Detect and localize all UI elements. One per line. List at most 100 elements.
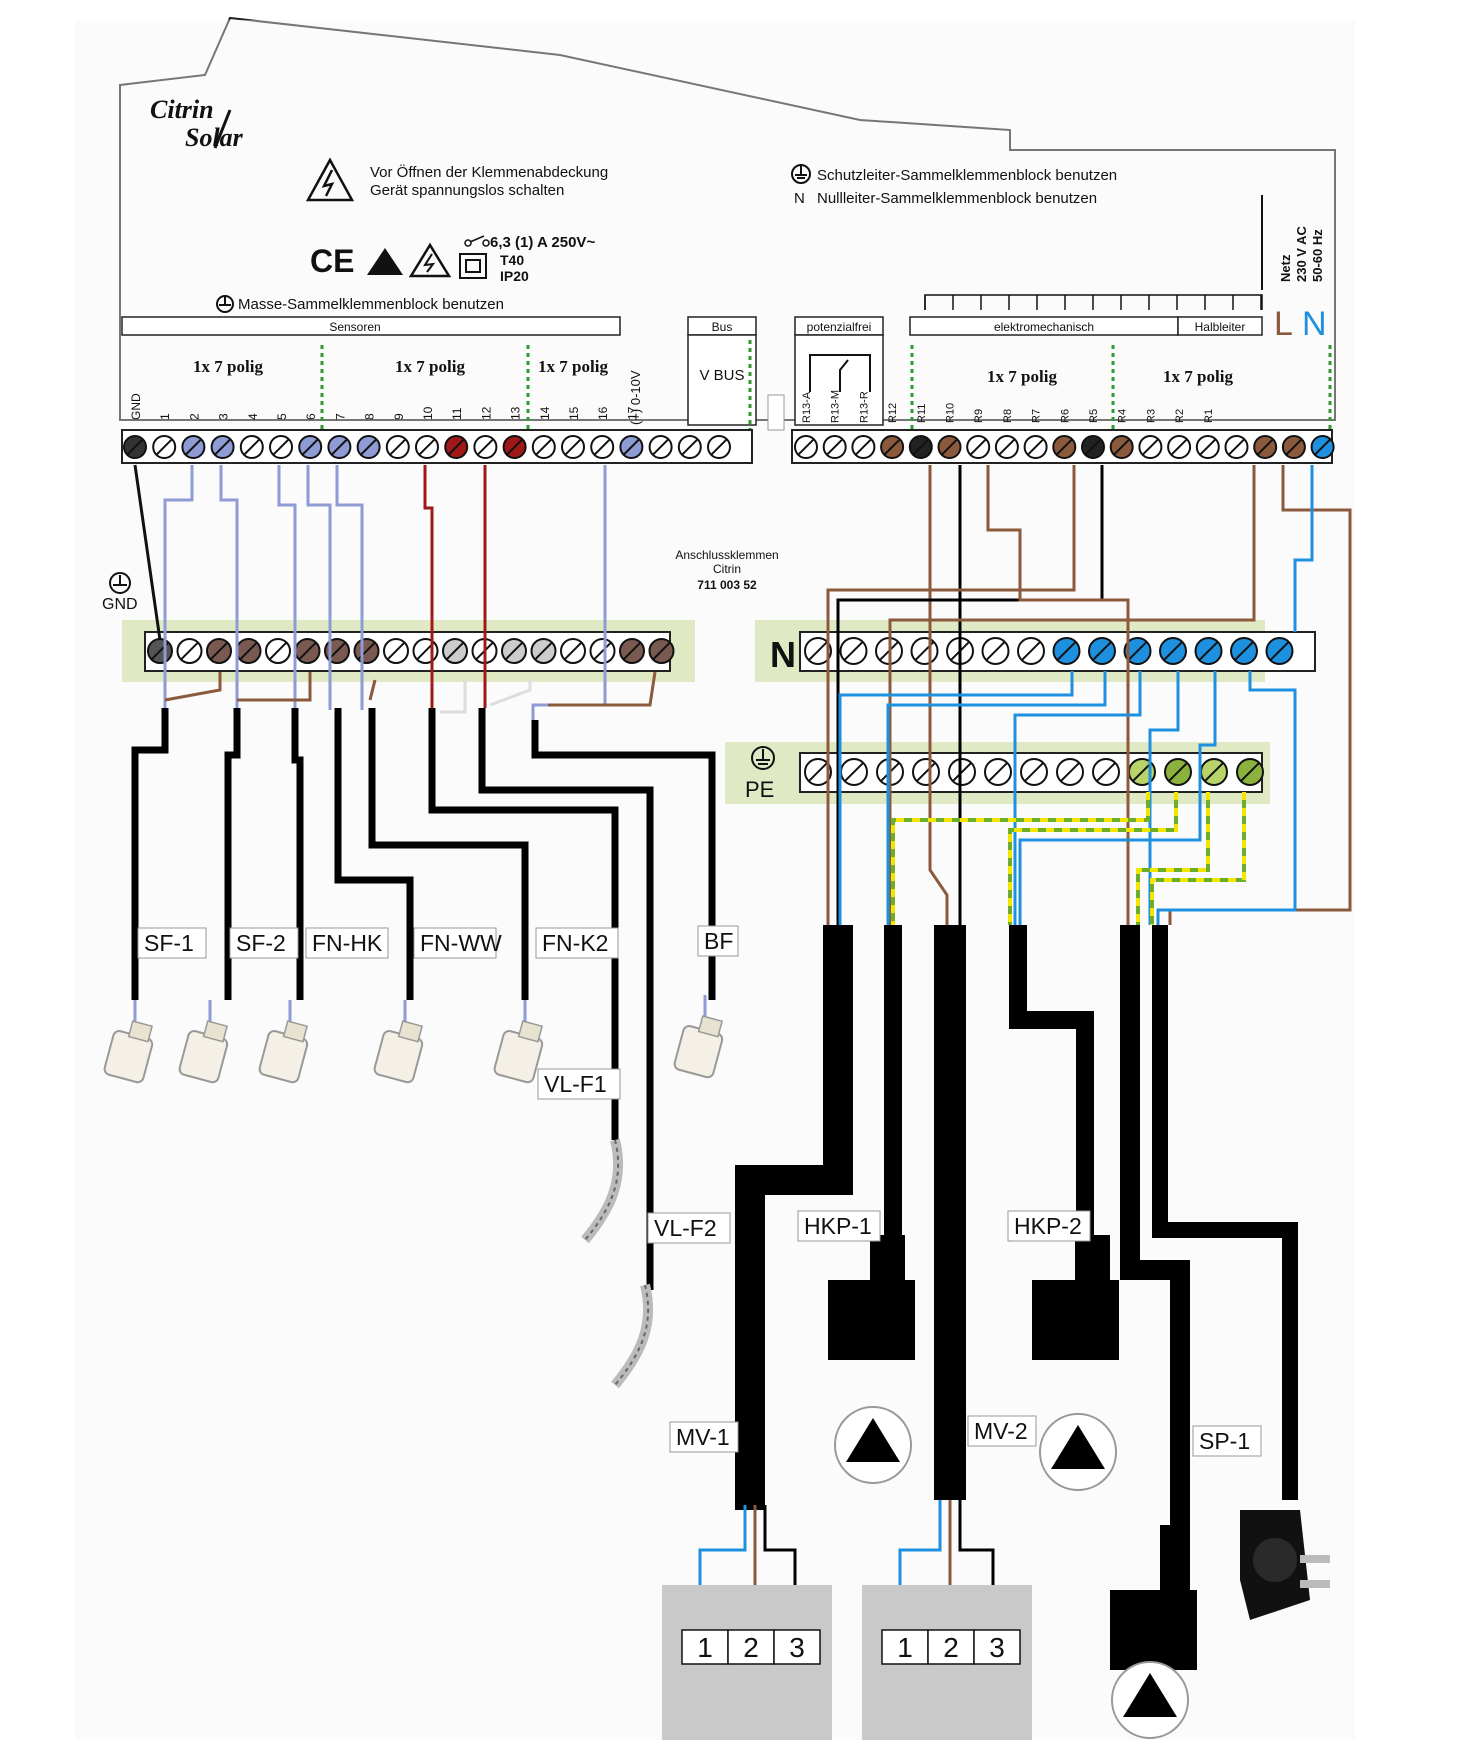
pe-block-screw xyxy=(804,758,832,786)
relay-terminal-label: R13-A xyxy=(801,391,813,423)
sensor-terminal-label: 8 xyxy=(363,413,377,420)
sensors-label: Sensoren xyxy=(329,320,380,334)
connection-block-part-no: 711 003 52 xyxy=(697,578,757,592)
sensor-plug-icon xyxy=(103,1000,154,1084)
n-note-prefix: N xyxy=(794,190,805,207)
relay-terminal-screw xyxy=(794,435,818,459)
gnd-block-screw xyxy=(412,638,439,664)
gnd-symbol-icon xyxy=(109,572,131,594)
pump-plug-hkp-2 xyxy=(1032,1235,1119,1360)
bus-box xyxy=(687,334,757,426)
n-block-screw xyxy=(1052,637,1081,665)
analog-label: (+) 0-10V xyxy=(628,370,643,425)
relay-terminal-screw xyxy=(1023,435,1048,459)
sensor-terminal-label: 5 xyxy=(275,413,289,420)
cable-label-sf-1: SF-1 xyxy=(137,927,207,959)
sensors-bar xyxy=(121,316,621,336)
pe-block-screw xyxy=(948,758,976,786)
svg-text:BF: BF xyxy=(704,928,733,954)
sensor-terminal-label: 2 xyxy=(187,413,201,420)
gnd-block-screw xyxy=(560,638,586,664)
relay-terminal-screw xyxy=(880,435,905,459)
pe-note: Schutzleiter-Sammelklemmenblock benutzen xyxy=(817,167,1117,184)
sensor-plugs xyxy=(103,995,724,1389)
sensor-terminal-screw xyxy=(707,435,731,459)
pe-block-screw xyxy=(1200,758,1228,786)
bus-socket xyxy=(767,394,785,431)
relay-terminal-label: R11 xyxy=(916,404,928,423)
clamp-sensor-icon xyxy=(581,1138,624,1244)
n-block-screw xyxy=(1088,637,1116,665)
svg-text:1: 1 xyxy=(697,1632,713,1663)
svg-text:2: 2 xyxy=(943,1632,959,1663)
n-block-screw xyxy=(804,637,832,665)
sensor-terminal-label: 4 xyxy=(246,413,260,420)
sensor-terminal-screw xyxy=(444,435,469,459)
pe-symbol-icon xyxy=(751,746,775,770)
mains-l-label: L xyxy=(1274,305,1293,343)
section-dividers xyxy=(320,340,1332,430)
ip-class: IP20 xyxy=(500,268,529,284)
n-block-screw xyxy=(1230,637,1258,665)
sensor-terminal-label: 14 xyxy=(538,406,552,420)
relay-terminal-label: R1 xyxy=(1203,409,1215,423)
cable-label-fn-k2: FN-K2 xyxy=(535,927,619,959)
mains-rating: Netz 230 V AC 50-60 Hz xyxy=(1278,226,1325,282)
sensor-terminal-label: GND xyxy=(129,393,143,420)
n-block-screw xyxy=(1194,637,1223,665)
pe-block-screw xyxy=(1056,758,1084,786)
cable-label-vl-f2: VL-F2 xyxy=(647,1212,731,1244)
sensor-terminal-screw xyxy=(152,435,177,459)
sensor-terminal-screw xyxy=(619,435,644,459)
polig-label-2: 1x 7 polig xyxy=(395,357,465,376)
polig-label-5: 1x 7 polig xyxy=(1163,367,1233,386)
clamp-sensor-icon xyxy=(611,1283,654,1389)
pe-block-screw xyxy=(1236,758,1264,786)
sensor-terminal-label: 10 xyxy=(421,406,435,420)
gnd-block-screw xyxy=(383,638,409,664)
valve-pin: 1 xyxy=(681,1629,729,1665)
n-block-label: N xyxy=(770,634,796,675)
sensor-terminal-label: 1 xyxy=(158,413,172,420)
cable-label-hkp-2: HKP-2 xyxy=(1007,1210,1091,1242)
relay-terminal-screw xyxy=(851,435,876,459)
relay-terminal-screw xyxy=(966,435,991,459)
electromech-label: elektromechanisch xyxy=(994,320,1094,334)
n-note: Nullleiter-Sammelklemmenblock benutzen xyxy=(817,190,1097,207)
semiconductor-bar xyxy=(1177,316,1263,336)
sensor-terminal-screw xyxy=(415,435,439,459)
svg-text:2: 2 xyxy=(743,1632,759,1663)
cable-label-mv-1: MV-1 xyxy=(669,1421,739,1453)
relay-terminal-screw xyxy=(1052,435,1077,459)
esd-icon xyxy=(367,248,403,275)
cable-label-mv-2: MV-2 xyxy=(967,1415,1037,1447)
relay-terminal-screw xyxy=(1281,435,1306,459)
sensor-terminal-screw xyxy=(210,435,235,459)
gnd-block-screw xyxy=(648,638,675,664)
sensor-terminal-label: 16 xyxy=(596,406,610,420)
warning-line-2: Gerät spannungslos schalten xyxy=(370,182,564,199)
warning-icon xyxy=(305,157,355,202)
sensor-terminal-label: 9 xyxy=(392,413,406,420)
gnd-block-screw xyxy=(589,638,616,664)
svg-text:MV-2: MV-2 xyxy=(974,1418,1028,1444)
n-block-screw xyxy=(1159,637,1187,665)
gnd-block-screw xyxy=(353,638,380,664)
gnd-block-screw xyxy=(619,638,645,664)
relay-terminal-label: R13-R xyxy=(858,391,870,423)
cable-label-bf: BF xyxy=(697,925,739,957)
n-block-screw xyxy=(1265,637,1294,665)
svg-text:Citrin: Citrin xyxy=(150,95,214,124)
relay-terminal-screw xyxy=(1109,435,1134,459)
sensor-terminal-screw xyxy=(648,435,673,459)
n-block-screw xyxy=(910,637,939,665)
pump-icon-hkp-2 xyxy=(1039,1413,1117,1491)
svg-text:FN-HK: FN-HK xyxy=(312,930,383,956)
relay-terminal-screw xyxy=(994,435,1019,459)
warning-line-1: Vor Öffnen der Klemmenabdeckung xyxy=(370,163,608,181)
n-block-screw xyxy=(839,637,868,665)
svg-text:FN-WW: FN-WW xyxy=(420,930,502,956)
fuse-switch-icon xyxy=(464,235,490,247)
